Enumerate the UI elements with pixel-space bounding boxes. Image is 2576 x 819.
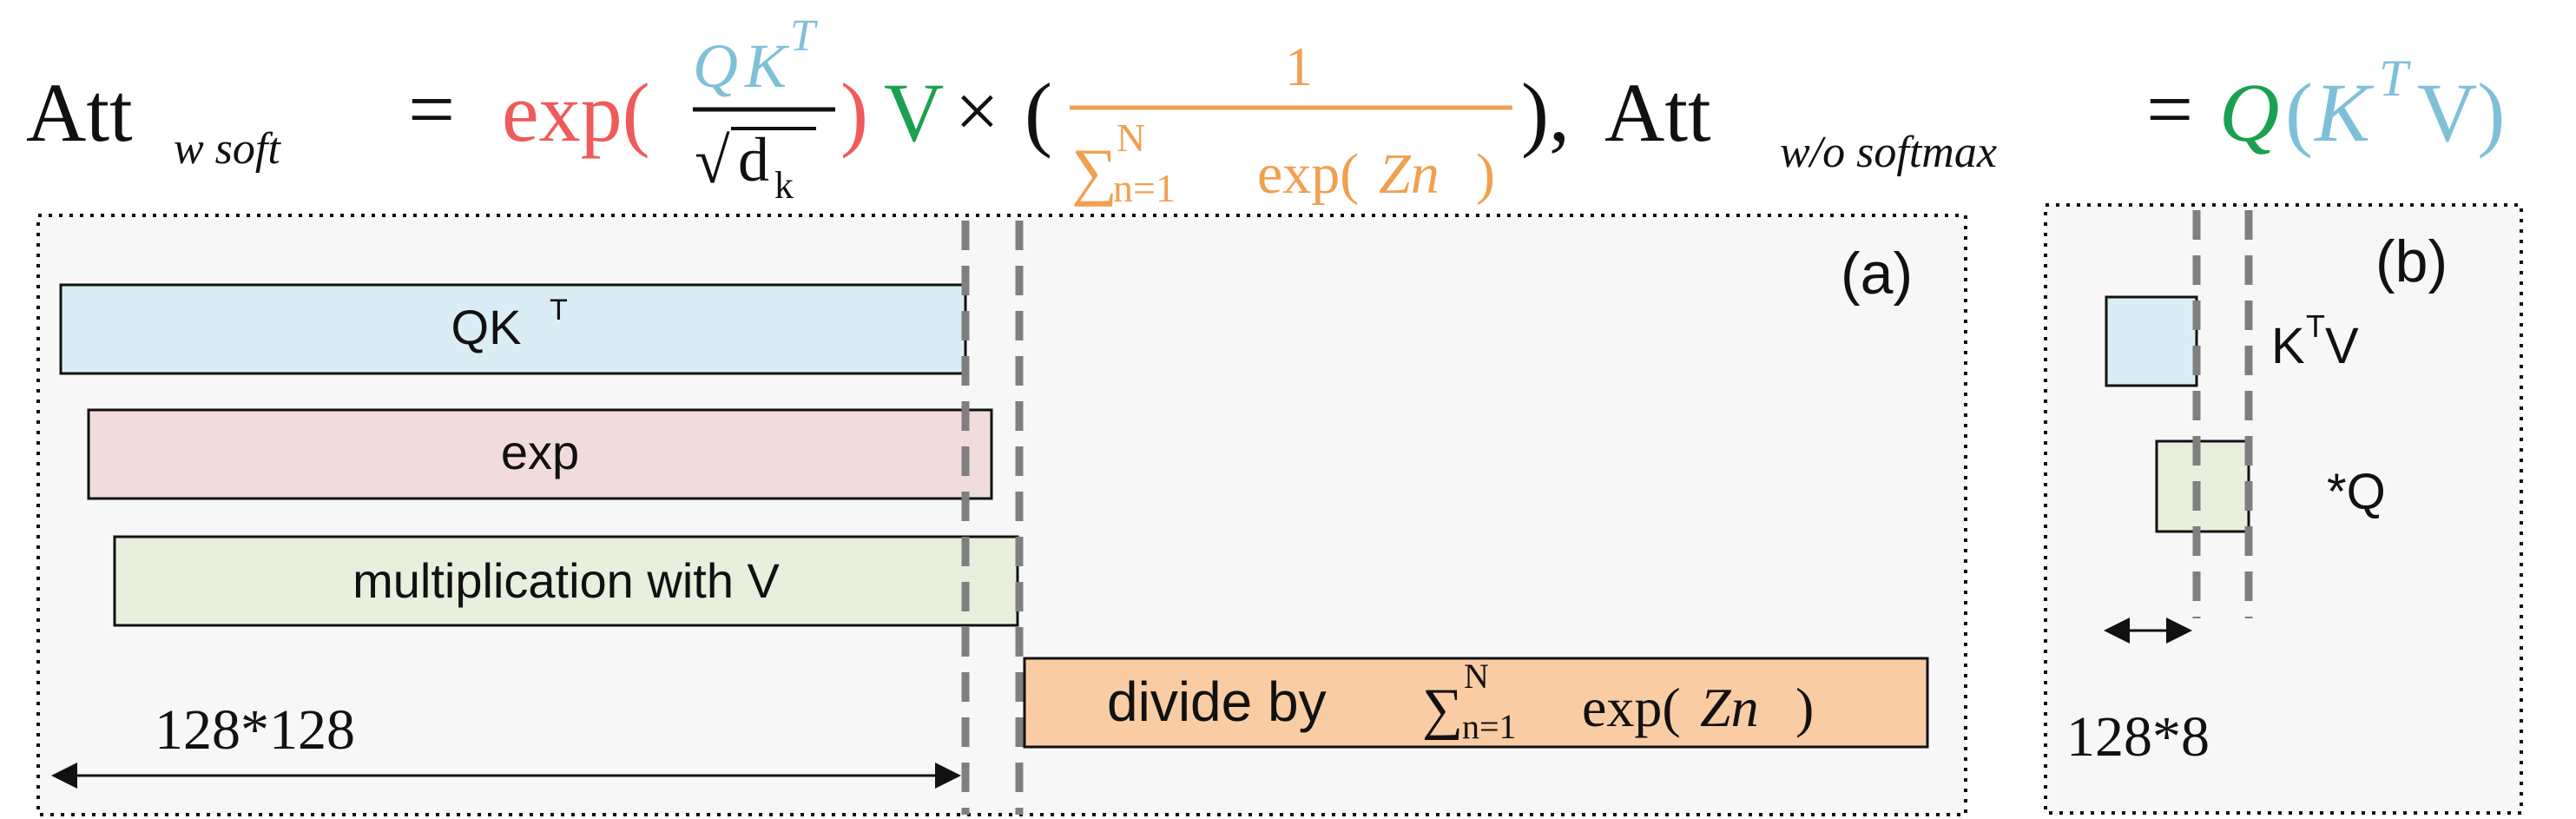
formula-q-2: Q <box>2219 66 2279 159</box>
divide-bar-prefix: divide by <box>1107 670 1327 733</box>
formula-rparen-comma: ), <box>1521 66 1570 159</box>
formula-d: d <box>738 125 769 195</box>
formula-exp: exp( <box>502 66 650 159</box>
formula-k: K <box>744 31 790 101</box>
mulv-bar-label: multiplication with V <box>352 553 780 608</box>
formula-sum-n: N <box>1117 116 1145 160</box>
qk-bar-sup: T <box>550 294 568 327</box>
ktv-square <box>2105 295 2198 387</box>
formula-close-paren: ) <box>840 66 868 159</box>
formula-att: Att <box>26 66 133 159</box>
divide-bar-zn: Zn <box>1700 677 1759 738</box>
formula-t: T <box>790 11 818 61</box>
qk-bar-label: QK <box>451 300 522 354</box>
formula-equals: = <box>408 63 455 155</box>
formula-q: Q <box>693 31 738 101</box>
exp-bar <box>87 408 993 500</box>
ktv-label: K <box>2271 318 2305 374</box>
divide-bar-exp: exp( <box>1582 677 1681 738</box>
formula-v: V <box>884 66 944 159</box>
formula-sub-wsoft: w soft <box>174 124 281 174</box>
formula-t-2: T <box>2379 50 2411 107</box>
formula-exp-zn: exp( <box>1257 142 1359 206</box>
formula-sub-wo: w/o softmax <box>1780 128 1997 177</box>
panel-a-label: (a) <box>1841 241 1913 307</box>
panel-b-dimension-label: 128*8 <box>2066 705 2210 769</box>
formula-k-sub: k <box>774 164 794 207</box>
formula-sum: ∑ <box>1071 136 1117 208</box>
formula-sum-n1: n=1 <box>1113 166 1176 210</box>
q-label: *Q <box>2327 464 2386 520</box>
mulv-bar <box>113 535 1019 627</box>
ktv-label-sup: T <box>2306 308 2325 344</box>
exp-bar-label: exp <box>501 425 579 479</box>
formula-equals-2: = <box>2146 63 2193 155</box>
formula-sqrt: √ <box>695 126 730 197</box>
divide-bar-sum: ∑ <box>1422 677 1463 741</box>
formula-times: × <box>955 69 999 155</box>
formula-zn: Zn <box>1379 142 1440 206</box>
divide-bar <box>1023 657 1929 749</box>
divide-bar-close: ) <box>1795 677 1814 738</box>
panel-a-dimension-label: 128*128 <box>155 698 355 762</box>
formula-lparen-2: ( <box>2285 66 2313 159</box>
formula-lparen: ( <box>1024 66 1052 159</box>
panel-b: (b) K T V *Q 128*8 <box>2044 203 2523 815</box>
formula-att-2: Att <box>1604 66 1711 159</box>
panel-a: (a) QK T exp multiplication with V divid… <box>36 214 1967 816</box>
divide-bar-n1: n=1 <box>1462 707 1517 746</box>
formula-one: 1 <box>1285 36 1313 97</box>
formula-k-2: K <box>2313 66 2375 159</box>
divide-bar-n: N <box>1464 657 1489 696</box>
formula: Att w soft = exp( Q K T √ d k ) V × ( 1 … <box>26 11 2505 210</box>
formula-zn-close: ) <box>1476 142 1495 206</box>
q-square <box>2155 439 2250 533</box>
ktv-label-v: V <box>2325 318 2359 374</box>
formula-v-2: V) <box>2417 66 2505 159</box>
panel-b-label: (b) <box>2375 228 2448 294</box>
